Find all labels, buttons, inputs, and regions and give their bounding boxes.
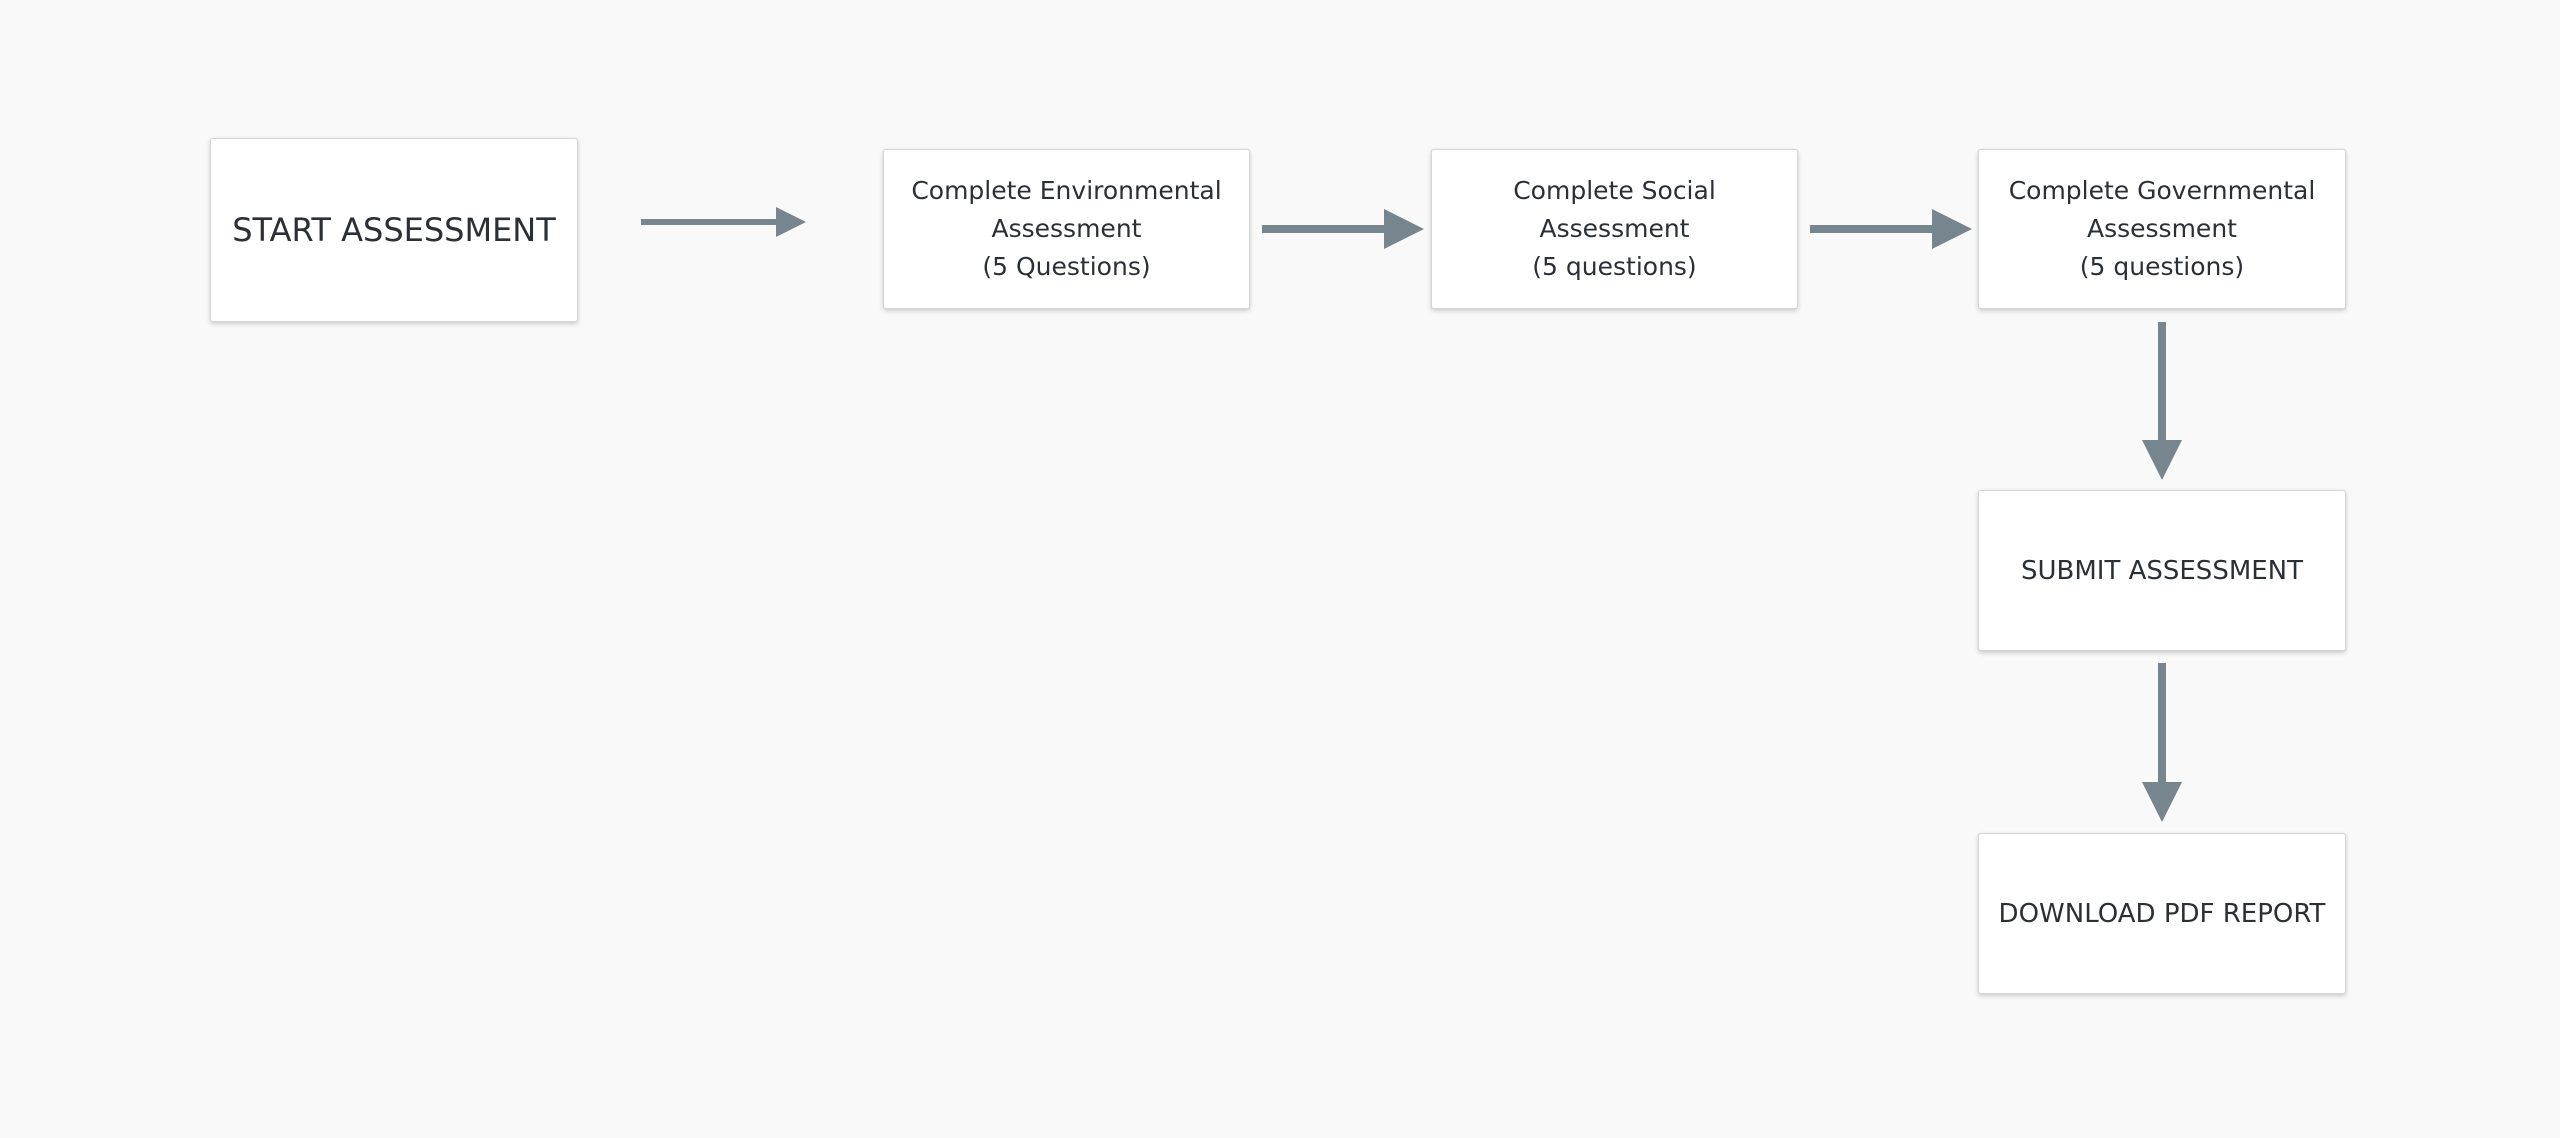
- governmental-assessment-node[interactable]: Complete Governmental Assessment (5 ques…: [1978, 149, 2346, 309]
- social-assessment-label: Complete Social Assessment (5 questions): [1513, 176, 1716, 281]
- environmental-assessment-label: Complete Environmental Assessment (5 Que…: [911, 176, 1222, 281]
- governmental-assessment-label: Complete Governmental Assessment (5 ques…: [2008, 176, 2316, 281]
- submit-assessment-label: SUBMIT ASSESSMENT: [2020, 555, 2304, 586]
- download-pdf-report-label: DOWNLOAD PDF REPORT: [1998, 898, 2326, 929]
- start-assessment-node[interactable]: START ASSESSMENT: [210, 138, 578, 322]
- download-pdf-report-node[interactable]: DOWNLOAD PDF REPORT: [1978, 833, 2346, 994]
- start-assessment-label: START ASSESSMENT: [232, 211, 556, 249]
- social-assessment-node[interactable]: Complete Social Assessment (5 questions): [1431, 149, 1798, 309]
- environmental-assessment-node[interactable]: Complete Environmental Assessment (5 Que…: [883, 149, 1250, 309]
- submit-assessment-node[interactable]: SUBMIT ASSESSMENT: [1978, 490, 2346, 651]
